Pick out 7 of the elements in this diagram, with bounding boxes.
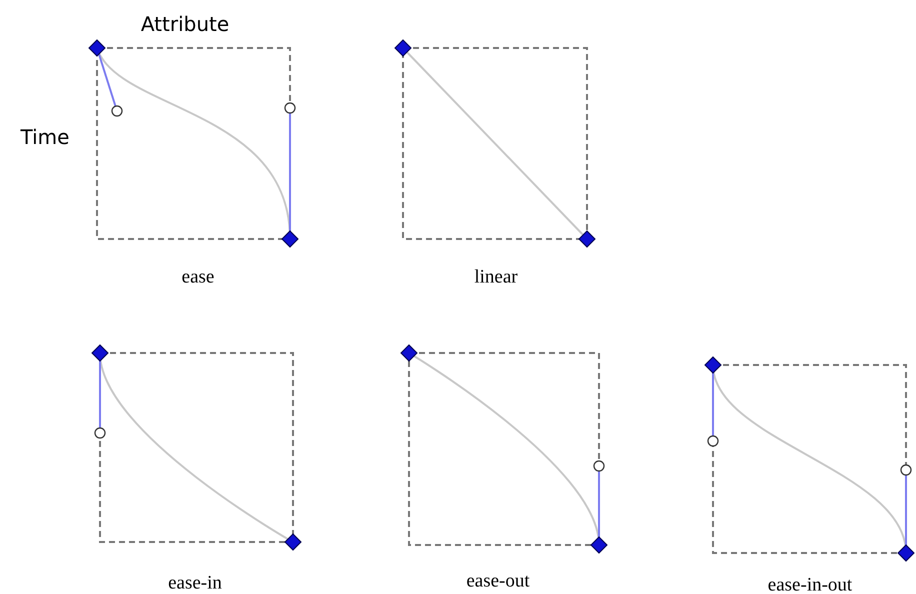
caption: ease [182,268,214,286]
caption: ease-in-out [768,576,852,594]
caption: ease-in [168,574,222,592]
axis-label: Time [20,127,70,147]
axis-label: Attribute [140,14,230,34]
caption: ease-out [466,572,530,590]
caption: linear [474,268,518,286]
